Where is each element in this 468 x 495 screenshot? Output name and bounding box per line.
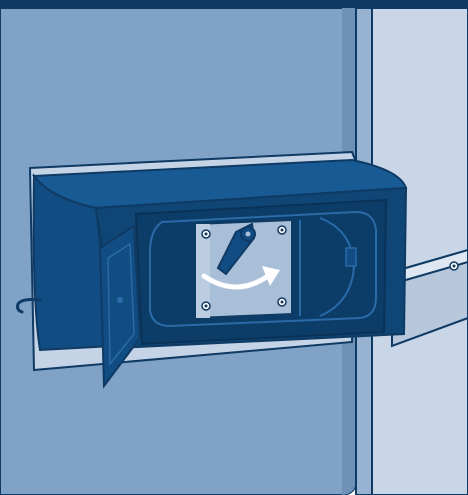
- header-strip: [0, 0, 468, 8]
